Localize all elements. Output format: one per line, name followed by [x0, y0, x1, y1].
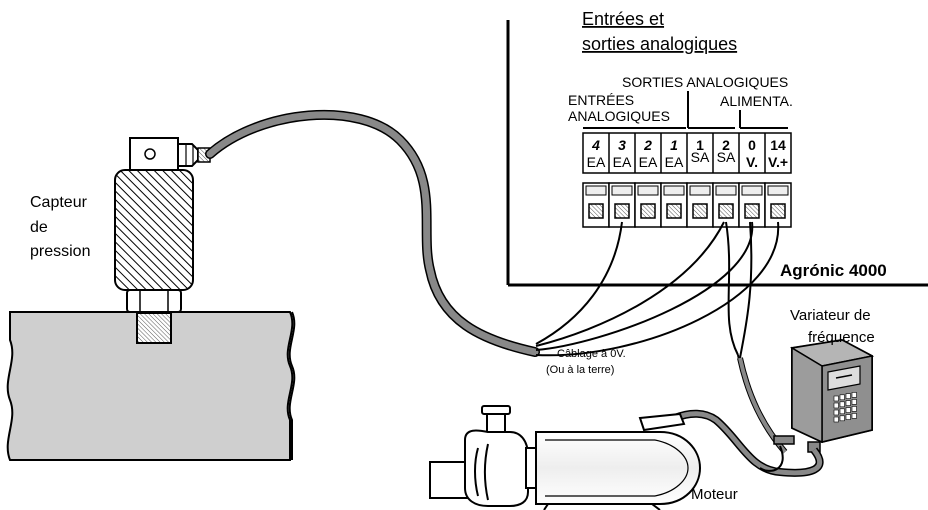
- drive-label-line1: Variateur de: [790, 307, 871, 324]
- drive-key: [833, 409, 839, 416]
- drive-key: [851, 392, 857, 398]
- terminal-block: [582, 182, 792, 228]
- pipe: [6, 311, 296, 461]
- group-label-outputs: SORTIES ANALOGIQUES: [622, 74, 788, 90]
- wires: [535, 221, 781, 446]
- motor-label: Moteur: [691, 486, 738, 503]
- terminal-type: EA: [613, 154, 632, 170]
- group-brackets: [583, 91, 788, 129]
- drive-key: [839, 401, 845, 408]
- terminal-type: SA: [691, 149, 710, 165]
- terminal-number: 2: [643, 137, 652, 153]
- controller-frame: [506, 20, 928, 287]
- drive-key: [851, 406, 857, 412]
- screw-terminal: [764, 182, 792, 228]
- terminal-type: EA: [639, 154, 658, 170]
- drive-key: [851, 413, 857, 419]
- drive-key: [839, 408, 845, 415]
- drive-key: [833, 402, 839, 409]
- drive-key: [845, 414, 851, 420]
- terminal-number: 1: [696, 137, 704, 153]
- motor: [429, 405, 702, 510]
- sensor-label-line3: pression: [30, 243, 90, 260]
- terminal-number: 1: [670, 137, 678, 153]
- terminal-type: EA: [587, 154, 606, 170]
- sensor-label-line1: Capteur: [30, 194, 88, 211]
- terminal-number: 3: [618, 137, 626, 153]
- wiring-label-line2: (Ou à la terre): [546, 364, 614, 376]
- screw-terminal: [712, 182, 740, 228]
- terminal-number: 0: [748, 137, 756, 153]
- device-name: Agrónic 4000: [780, 261, 887, 280]
- frequency-drive: [773, 338, 875, 453]
- sensor-label-line2: de: [30, 219, 48, 236]
- terminal-number: 2: [722, 137, 730, 153]
- terminal-type: V.+: [768, 154, 788, 170]
- labels: Entrées et sorties analogiques SORTIES A…: [30, 9, 887, 503]
- screw-terminal: [738, 182, 766, 228]
- terminal-number: 4: [591, 137, 600, 153]
- screw-terminal: [608, 182, 636, 228]
- drive-key: [851, 399, 857, 405]
- screw-terminal: [634, 182, 662, 228]
- drive-key: [839, 394, 845, 401]
- terminal-label-strip: 4 EA 3 EA 2 EA 1 EA 1 SA 2 SA 0 V. 14 V.…: [582, 132, 792, 174]
- drive-key: [845, 407, 851, 413]
- screw-terminal: [582, 182, 610, 228]
- pressure-sensor: [114, 137, 211, 344]
- screw-terminal: [660, 182, 688, 228]
- drive-key: [833, 416, 839, 423]
- group-label-power: ALIMENTA.: [720, 93, 793, 109]
- drive-label-line2: fréquence: [808, 329, 875, 346]
- terminal-type: EA: [665, 154, 684, 170]
- wiring-label-line1: Câblage à 0V.: [557, 348, 626, 360]
- group-label-inputs-line1: ENTRÉES: [568, 92, 634, 108]
- drive-key: [845, 393, 851, 399]
- drive-key: [839, 415, 845, 422]
- drive-key: [845, 400, 851, 406]
- title-line2: sorties analogiques: [582, 34, 737, 54]
- group-label-inputs-line2: ANALOGIQUES: [568, 108, 670, 124]
- drive-key: [833, 395, 839, 402]
- terminal-number: 14: [770, 137, 786, 153]
- title-line1: Entrées et: [582, 9, 664, 29]
- terminal-type: SA: [717, 149, 736, 165]
- screw-terminal: [686, 182, 714, 228]
- terminal-type: V.: [746, 154, 758, 170]
